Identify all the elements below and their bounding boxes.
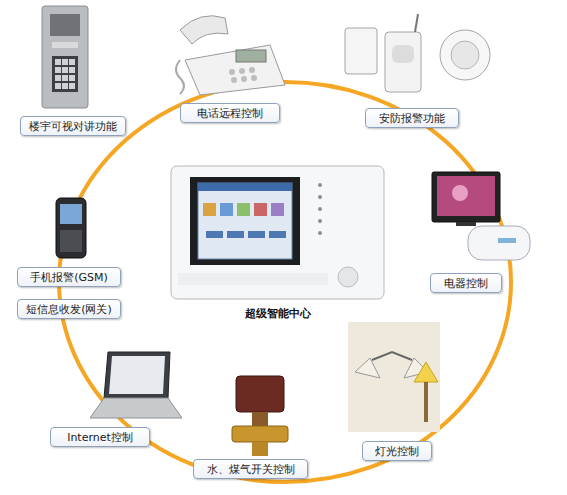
function-label-box: Internet控制 xyxy=(50,427,150,447)
function-label-box: 电话远程控制 xyxy=(180,103,280,123)
function-label: 电话远程控制 xyxy=(197,106,263,121)
function-label: 水、煤气开关控制 xyxy=(207,462,295,477)
function-label: 楼宇可视对讲功能 xyxy=(29,119,117,134)
function-label-box: 手机报警(GSM) xyxy=(17,267,121,287)
function-label-box: 楼宇可视对讲功能 xyxy=(20,116,126,136)
laptop xyxy=(90,352,182,418)
function-label: 安防报警功能 xyxy=(379,111,445,126)
intercom-panel xyxy=(42,6,88,108)
function-label: 手机报警(GSM) xyxy=(30,270,108,285)
control-center: 超级智能中心 xyxy=(170,165,385,327)
function-label-box: 灯光控制 xyxy=(362,441,432,461)
function-label: 电器控制 xyxy=(444,276,488,291)
control-panel-device xyxy=(170,165,385,300)
function-label: Internet控制 xyxy=(67,430,133,445)
security-sensors xyxy=(345,14,490,92)
center-title: 超级智能中心 xyxy=(245,306,311,321)
tv-and-heater xyxy=(432,172,530,260)
mobile-phone xyxy=(56,198,86,258)
lamp xyxy=(348,322,440,432)
function-label: 灯光控制 xyxy=(375,444,419,459)
function-label-box: 水、煤气开关控制 xyxy=(193,459,308,479)
function-label: 短信息收发(网关) xyxy=(26,302,112,317)
telephone xyxy=(176,16,285,95)
function-label-box: 电器控制 xyxy=(430,273,502,293)
function-label-box: 短信息收发(网关) xyxy=(17,299,121,319)
function-label-box: 安防报警功能 xyxy=(365,108,459,128)
orange-ring xyxy=(59,82,511,482)
gas-valve xyxy=(232,376,288,456)
